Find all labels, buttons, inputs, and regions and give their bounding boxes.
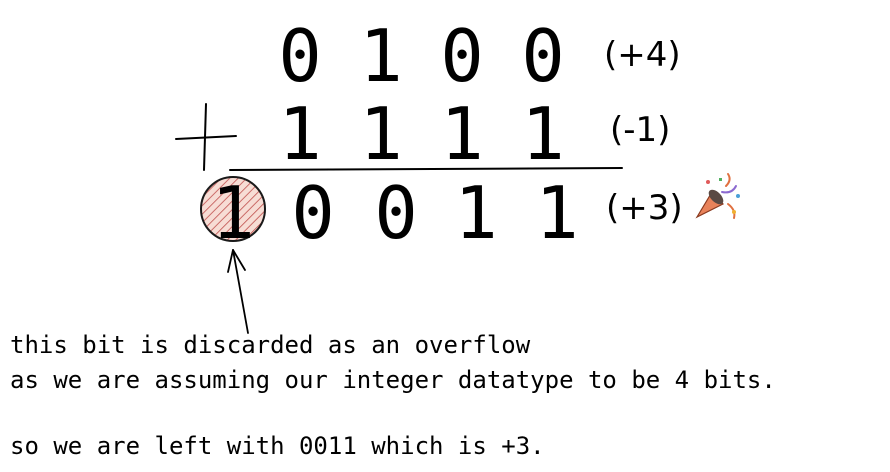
note-line-3: so we are left with 0011 which is +3. (10, 432, 545, 460)
row2-bit-1: 1 (278, 92, 322, 176)
row1-bit-4: 0 (521, 14, 565, 98)
plus-sign (175, 103, 237, 171)
row2-bit-4: 1 (521, 92, 565, 176)
row1-bit-1: 0 (278, 14, 322, 98)
row3-decimal-label: (+3) (606, 188, 683, 228)
note-line-1: this bit is discarded as an overflow (10, 331, 531, 359)
party-popper-icon (695, 173, 740, 219)
row1-decimal-label: (+4) (604, 35, 681, 75)
overflow-bit: 1 (211, 171, 255, 255)
row2-bit-2: 1 (359, 92, 403, 176)
arrow (227, 249, 249, 334)
row1-bit-3: 0 (440, 14, 484, 98)
row3-bit-1: 0 (291, 171, 335, 255)
row3-bit-4: 1 (535, 171, 579, 255)
note-line-2: as we are assuming our integer datatype … (10, 366, 776, 394)
row3-bit-2: 0 (374, 171, 418, 255)
overflow-circle (200, 176, 266, 242)
row2-decimal-label: (-1) (610, 110, 671, 150)
row3-bit-3: 1 (454, 171, 498, 255)
row1-bit-2: 1 (359, 14, 403, 98)
row2-bit-3: 1 (440, 92, 484, 176)
sum-line (229, 167, 623, 171)
